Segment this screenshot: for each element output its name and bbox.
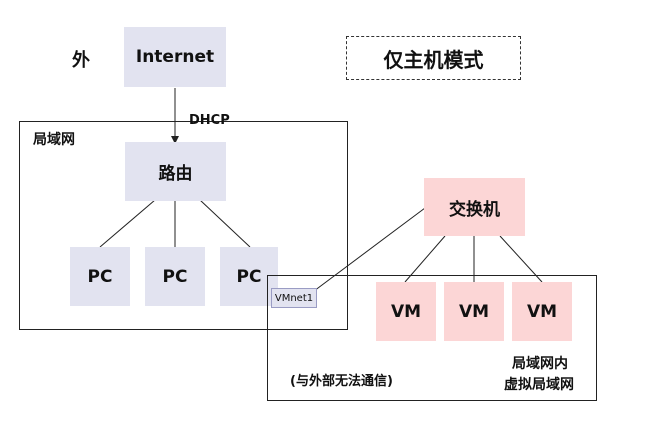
router-box: 路由 (125, 142, 226, 201)
outside-label: 外 (72, 50, 90, 71)
dhcp-label: DHCP (189, 113, 230, 128)
mode-title: 仅主机模式 (346, 36, 521, 80)
vm-box-2: VM (444, 282, 504, 341)
pc-box-1: PC (70, 247, 130, 306)
lan-label: 局域网 (33, 132, 75, 148)
switch-vmnet-line (309, 207, 426, 295)
virtual-lan-label-1: 局域网内 (512, 356, 568, 372)
vm-box-3: VM (512, 282, 572, 341)
internet-box: Internet (124, 27, 226, 87)
vm-box-1: VM (376, 282, 436, 341)
switch-vm3-line (499, 235, 543, 283)
no-external-note: (与外部无法通信) (290, 374, 393, 389)
pc-box-3: PC (220, 247, 278, 306)
router-pc1-line (99, 199, 156, 248)
switch-box: 交换机 (424, 178, 525, 236)
virtual-lan-label-2: 虚拟局域网 (504, 377, 574, 393)
vmnet1-adapter: VMnet1 (271, 288, 317, 308)
lan-frame (19, 121, 348, 330)
router-pc3-line (199, 199, 251, 248)
pc-box-2: PC (145, 247, 205, 306)
virtual-lan-frame (267, 275, 597, 401)
switch-vm1-line (404, 235, 446, 283)
